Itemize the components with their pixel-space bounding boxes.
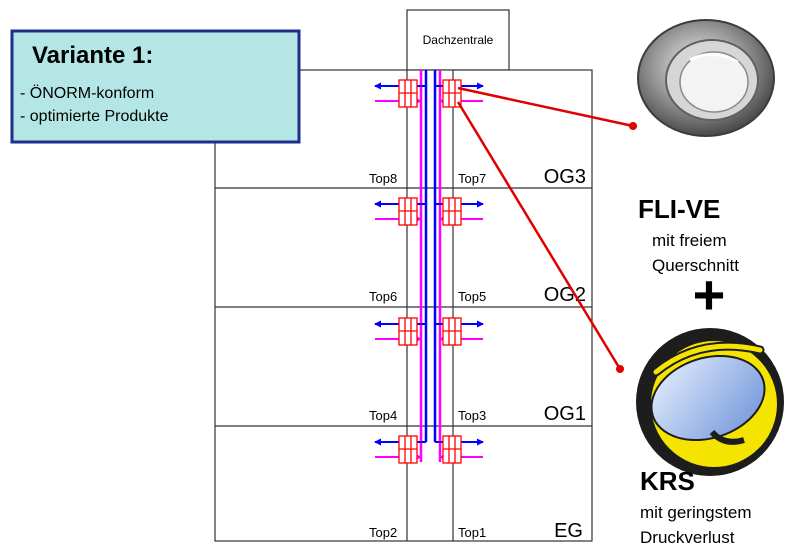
- unit-label-left: Top2: [369, 525, 397, 540]
- damper-icon: [399, 436, 417, 463]
- variant-line: - optimierte Produkte: [20, 108, 169, 125]
- unit-label-right: Top3: [458, 408, 486, 423]
- damper-icon: [399, 80, 417, 107]
- callout-dot: [616, 365, 624, 373]
- product-name: KRS: [640, 466, 695, 496]
- plus-symbol: +: [693, 263, 726, 326]
- krs-damper-render: [636, 328, 784, 476]
- unit-label-left: Top4: [369, 408, 397, 423]
- product-name: FLI-VE: [638, 194, 720, 224]
- roof-label: Dachzentrale: [423, 33, 494, 47]
- damper-icon: [399, 318, 417, 345]
- damper-icon: [443, 318, 461, 345]
- unit-label-right: Top5: [458, 289, 486, 304]
- damper-icon: [399, 198, 417, 225]
- unit-label-right: Top1: [458, 525, 486, 540]
- product-desc: Druckverlust: [640, 528, 735, 547]
- unit-label-right: Top7: [458, 171, 486, 186]
- damper-icon: [443, 436, 461, 463]
- variant-box: Variante 1: - ÖNORM-konform - optimierte…: [12, 31, 299, 142]
- fli-ve-damper-photo: [632, 14, 780, 142]
- unit-label-left: Top6: [369, 289, 397, 304]
- floor-label: EG: [554, 520, 583, 542]
- product-desc: mit geringstem: [640, 503, 751, 522]
- damper-icon: [443, 198, 461, 225]
- variant-title: Variante 1:: [32, 42, 153, 69]
- unit-label-left: Top8: [369, 171, 397, 186]
- product-desc: mit freiem: [652, 231, 727, 250]
- floor-label: OG3: [544, 166, 586, 188]
- callout-dot: [629, 122, 637, 130]
- floor-label: OG1: [544, 403, 586, 425]
- variant-line: - ÖNORM-konform: [20, 84, 154, 102]
